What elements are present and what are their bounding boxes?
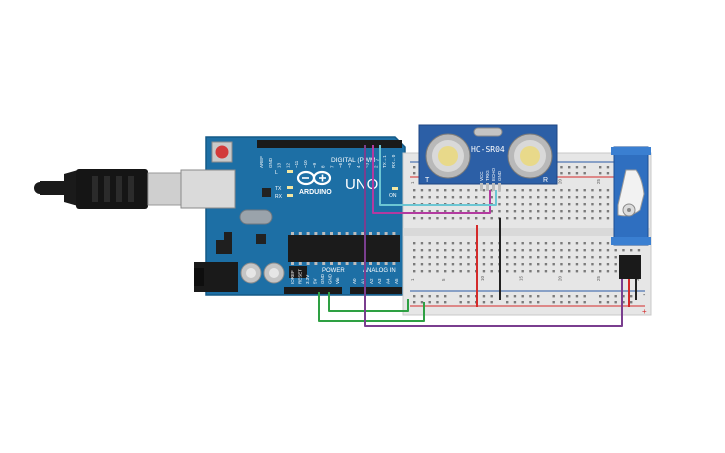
sensor-crystal	[473, 127, 503, 137]
column-number: 1	[410, 278, 415, 281]
wire-magenta-trig	[372, 145, 491, 214]
pin-label: Vin	[335, 277, 340, 284]
column-number: 1	[410, 181, 415, 184]
board-model: UNO	[345, 176, 378, 193]
wires[interactable]	[318, 145, 637, 327]
pin-label: ~9	[312, 162, 317, 168]
regulator	[256, 234, 266, 244]
pin-label: GND	[320, 273, 325, 284]
usb-jack	[180, 169, 236, 209]
pin-label: ~5	[347, 162, 352, 168]
crystal-oscillator	[239, 209, 273, 225]
pin-label: 7	[329, 165, 334, 168]
pin-label: GND	[328, 273, 333, 284]
pin-label: A1	[360, 278, 365, 284]
sensor-name: HC-SR04	[471, 145, 505, 154]
pin-label: GND	[268, 157, 273, 168]
pin-label: A3	[377, 278, 382, 284]
pin-label: 4	[356, 165, 361, 168]
column-number: 10	[480, 275, 485, 281]
usb-cable[interactable]	[34, 169, 183, 209]
column-number: 15	[519, 275, 524, 281]
on-led: ON	[389, 187, 398, 199]
tx-led-label: TX	[275, 186, 282, 192]
pin-label: GND	[497, 170, 502, 181]
pin-label: A0	[352, 278, 357, 284]
power-header[interactable]	[284, 287, 342, 294]
column-number: 25	[596, 275, 601, 281]
arduino-logo: ARDUINO	[296, 170, 332, 196]
power-header-label: POWER	[322, 268, 345, 274]
pin-label: IOREF	[290, 270, 295, 284]
icsp-header	[289, 266, 307, 278]
pin-label: ~3	[365, 162, 370, 168]
pin-label: ~6	[338, 162, 343, 168]
pin-label: 2	[373, 165, 378, 168]
reset-button[interactable]	[211, 141, 233, 163]
pin-label: A4	[386, 278, 391, 284]
rx-led-label: RX	[275, 194, 283, 200]
analog-header-label: ANALOG IN	[363, 268, 396, 274]
wire-green-5v	[318, 292, 425, 322]
pin-label: 3.3V	[305, 275, 310, 284]
pin-label: A5	[394, 278, 399, 284]
pin-label: TX→1	[382, 155, 387, 168]
servo-connector	[619, 255, 641, 279]
rail-minus-label: -	[643, 292, 646, 299]
sensor-r-mark: R	[543, 177, 548, 184]
column-number: 20	[557, 275, 562, 281]
pin-label: RESET	[298, 269, 303, 284]
svg-text:ON: ON	[389, 193, 397, 199]
wire-cyan-echo	[379, 145, 497, 206]
sensor-t-mark: T	[425, 177, 430, 184]
pin-label: RX←0	[391, 154, 396, 168]
digital-header[interactable]	[257, 140, 402, 148]
wire-purple-servo-signal	[364, 145, 623, 327]
analog-header[interactable]	[350, 287, 402, 294]
column-number: 25	[596, 178, 601, 184]
pin-label: AREF	[259, 156, 264, 168]
pin-label: VCC	[479, 171, 484, 181]
pin-label: 8	[321, 165, 326, 168]
pin-label: ~11	[294, 160, 299, 168]
column-number: 5	[441, 278, 446, 281]
pin-label: ECHO	[491, 167, 496, 181]
pin-label: A2	[369, 278, 374, 284]
l-led-label: L	[275, 170, 278, 176]
voltage-regulator	[216, 240, 232, 254]
arduino-brand: ARDUINO	[299, 189, 332, 196]
servo-motor[interactable]	[611, 146, 651, 279]
atmega-chip	[288, 232, 400, 265]
small-chip	[262, 188, 271, 197]
digital-header-label: DIGITAL (PWM~)	[331, 157, 381, 164]
pin-label: 13	[277, 162, 282, 168]
rail-plus-label: +	[642, 307, 647, 316]
capacitors	[240, 262, 285, 284]
pin-label: 5V	[313, 278, 318, 284]
center-channel	[403, 228, 651, 236]
sensor-pins[interactable]	[480, 183, 501, 191]
pin-label: ~10	[303, 160, 308, 168]
pin-label: 12	[285, 162, 290, 168]
receiver-transducer	[507, 133, 553, 179]
status-leds: L TX RX	[275, 170, 293, 200]
transmitter-transducer	[425, 133, 471, 179]
column-number: 20	[557, 178, 562, 184]
wire-green-gnd	[328, 292, 409, 312]
pin-label: TRIG	[485, 170, 490, 181]
